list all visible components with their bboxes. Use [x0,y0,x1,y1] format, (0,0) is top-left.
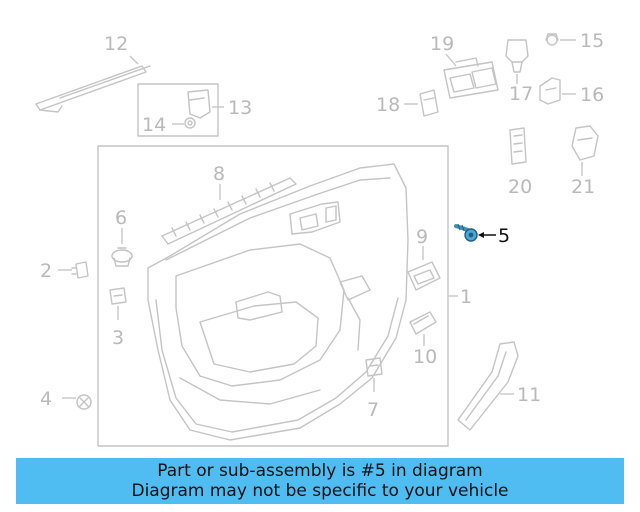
part-10-pull-cup [409,311,437,335]
callout-9: 9 [416,226,428,248]
leader-19 [445,53,457,67]
callout-20: 20 [508,176,532,198]
part-19-window-switch [443,57,499,99]
callout-14: 14 [142,114,166,136]
callout-18: 18 [376,94,400,116]
part-11-lower-trim [457,341,519,431]
caption-line-2: Diagram may not be specific to your vehi… [131,481,509,501]
callout-6: 6 [115,207,127,229]
part-14-clip [184,117,196,129]
callout-12: 12 [104,33,128,55]
part-15-nut [545,33,559,46]
callout-2: 2 [40,260,52,282]
callout-15: 15 [580,30,604,52]
part-12-belt-molding [35,65,151,113]
part-5-screw-highlighted [454,223,478,242]
part-21-trim [571,125,599,161]
caption-line-1: Part or sub-assembly is #5 in diagram [157,461,483,481]
part-6-push-pin [111,247,133,267]
callout-21: 21 [571,176,595,198]
part-13-bracket [187,89,211,119]
part-18-switch [419,89,439,117]
part-8-upper-trim [161,177,297,245]
part-20-bezel [509,127,527,165]
callout-3: 3 [112,327,124,349]
callout-1: 1 [460,286,472,308]
part-16-bracket [539,77,561,105]
callout-17: 17 [509,83,533,105]
callout-19: 19 [430,33,454,55]
caption-banner: Part or sub-assembly is #5 in diagram Di… [16,458,624,504]
callout-10: 10 [413,346,437,368]
callout-16: 16 [580,84,604,106]
part-4-screw [76,394,92,410]
group-box-1 [97,145,449,447]
parts-diagram: 12 13 14 19 18 17 15 16 [35,30,604,447]
callout-11: 11 [517,384,541,406]
leader-5-arrowhead [478,232,484,238]
callout-5: 5 [498,225,510,247]
part-17-switch-cap [505,39,529,73]
callout-8: 8 [213,163,225,185]
leader-12 [129,55,139,65]
part-9-handle-housing [407,261,441,291]
part-3-clip [109,287,127,305]
callout-4: 4 [40,388,52,410]
part-7-clip [365,357,383,377]
part-1-door-trim-panel [147,163,409,441]
callout-13: 13 [228,97,252,119]
callout-7: 7 [367,399,379,421]
part-2-clip [71,261,89,279]
group-box-13 [137,83,219,137]
